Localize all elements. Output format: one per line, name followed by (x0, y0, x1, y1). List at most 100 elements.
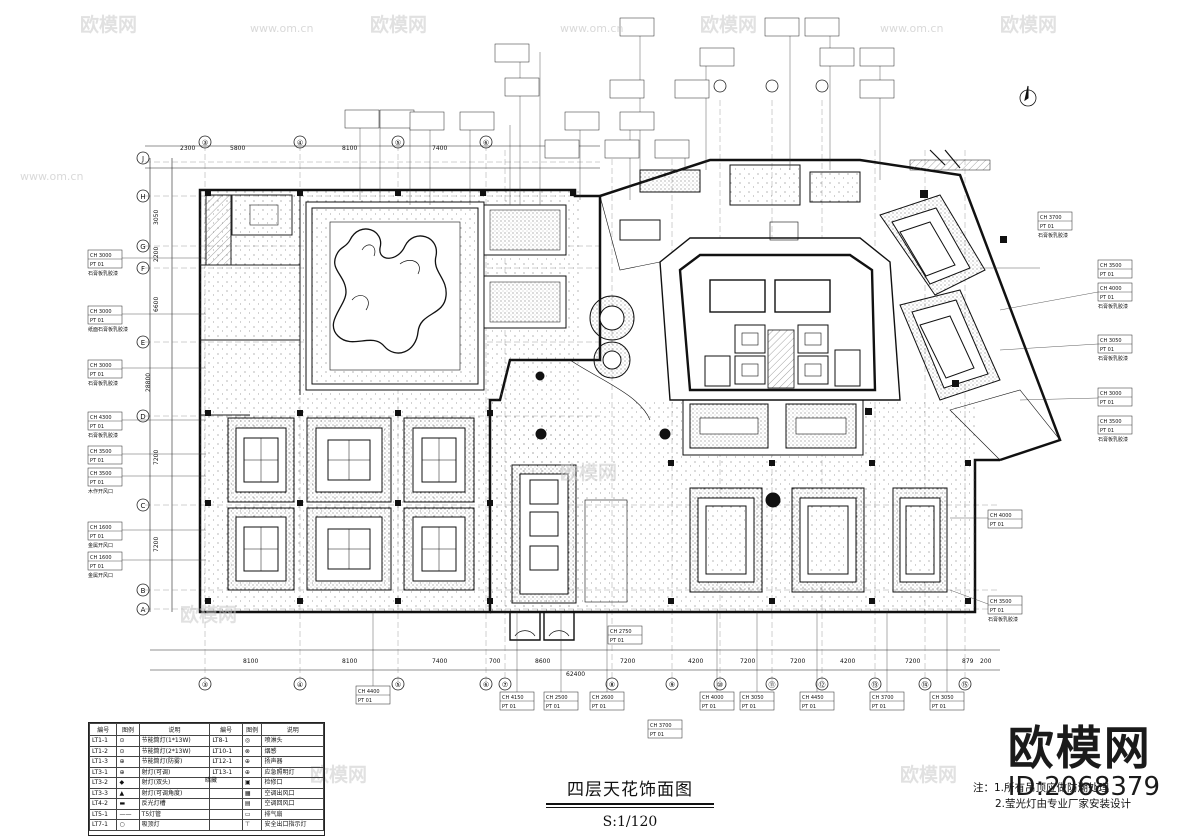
watermark-url: www.om.cn (20, 170, 84, 183)
tag-pt: PT 01 (650, 732, 664, 738)
legend-desc: 扬声器 (261, 756, 324, 768)
legend-row: LT3-1⊕射灯(可调) LT13-1⊕应急照明灯 (88, 766, 324, 778)
title-underline (546, 803, 714, 805)
legend-code: LT4-2 (88, 798, 118, 810)
axis-left-J: J (141, 155, 144, 163)
tag-note: 金属开风口 (88, 572, 113, 579)
tag-pt: PT 01 (1100, 272, 1114, 278)
dim-bottom-1: 8100 (342, 658, 357, 665)
axis-top-3: ③ (202, 139, 208, 147)
drawing-title: 四层天花饰面图 (567, 780, 693, 800)
tag-note: 纸面石膏板乳胶漆 (88, 326, 128, 333)
dim-bottom-8: 7200 (790, 658, 805, 665)
legend-code: LT5-1 (88, 808, 118, 820)
dim-left-4: 7200 (153, 450, 160, 465)
tag-ch: CH 2600 (592, 695, 614, 701)
legend-code: LT8-1 (209, 735, 243, 747)
axis-bottom-8: ⑧ (609, 681, 615, 689)
watermark-text: 欧模网 (180, 604, 238, 626)
legend-desc: 节能筒灯(1*13W) (138, 735, 211, 747)
legend-desc: 射灯(双头) (138, 777, 211, 789)
tag-ch: CH 3500 (990, 599, 1012, 605)
tag-pt: PT 01 (1040, 224, 1054, 230)
legend-header: 图例 (241, 723, 263, 736)
note-line: 2.莹光灯由专业厂家安装设计 (995, 798, 1132, 810)
tag-pt: PT 01 (90, 458, 104, 464)
tag-pt: PT 01 (90, 318, 104, 324)
tag-pt: PT 01 (592, 704, 606, 710)
tag-pt: PT 01 (546, 704, 560, 710)
tag-ch: CH 3000 (90, 253, 112, 259)
legend-row: LT1-1⊙节能筒灯(1*13W) LT8-1◎喷淋头 (88, 735, 324, 747)
tag-pt: PT 01 (90, 534, 104, 540)
legend-code: LT1-1 (88, 735, 118, 747)
legend-row: LT4-2▬反光灯槽 ▤空调回风口 (88, 798, 324, 810)
right-wing (879, 149, 1061, 461)
dim-left-0: 3050 (153, 210, 160, 225)
watermark-text: 欧模网 (900, 764, 958, 786)
brand-logo-text: 欧模网 (1007, 721, 1152, 775)
legend-header: 说明 (261, 723, 324, 736)
tag-note: 石膏板乳胶漆 (88, 380, 118, 387)
brand-id: ID:2068379 (1007, 772, 1160, 802)
legend-header: 说明 (138, 723, 211, 736)
axis-left-A: A (141, 606, 146, 614)
axis-bottom-3: ③ (202, 681, 208, 689)
coffered-bays-left (227, 417, 475, 591)
round-features (569, 295, 651, 421)
note-line: 注：1.所有吊顶应做防潮处理 (973, 782, 1110, 794)
tag-note: 石膏板乳胶漆 (1098, 355, 1128, 362)
legend-desc: 安全出口指示灯 (261, 819, 324, 831)
legend-code: LT10-1 (209, 745, 243, 757)
title-underline-thin (546, 807, 714, 808)
tag-note: 石膏板乳胶漆 (88, 432, 118, 439)
dim-left-2: 6600 (153, 297, 160, 312)
tag-note: 石膏板乳胶漆 (1038, 232, 1068, 239)
axis-bottom-14: ⑭ (922, 681, 929, 689)
axis-bottom-15: ⑮ (962, 681, 969, 689)
tag-ch: CH 3050 (932, 695, 954, 701)
grid-axis-bubbles: ③ ④ ⑤ ⑥ ③ ④ ⑤ ⑥ ⑦ ⑧ ⑨ ⑩ ⑪ ⑫ ⑬ ⑭ ⑮ J H G … (136, 79, 972, 691)
tag-ch: CH 4150 (502, 695, 524, 701)
tag-ch: CH 2750 (610, 629, 632, 635)
watermark-text: 欧模网 (80, 14, 138, 36)
tag-note: 石膏板乳胶漆 (988, 616, 1018, 623)
tag-pt: PT 01 (1100, 400, 1114, 406)
dim-top-0: 2300 (180, 145, 195, 152)
tag-pt: PT 01 (872, 704, 886, 710)
drawing-scale: S:1/120 (602, 814, 658, 830)
legend-symbol: ⊙ (116, 745, 140, 757)
tag-pt: PT 01 (742, 704, 756, 710)
tag-ch: CH 4450 (802, 695, 824, 701)
tag-pt: PT 01 (90, 372, 104, 378)
legend-symbol: ⊤ (241, 819, 263, 831)
legend-symbol: ▬ (116, 798, 140, 810)
tag-pt: PT 01 (1100, 295, 1114, 301)
dim-top-2: 8100 (342, 145, 357, 152)
tag-pt: PT 01 (932, 704, 946, 710)
dim-bottom-0: 8100 (243, 658, 258, 665)
legend-desc: 排气扇 (261, 808, 324, 820)
legend-desc: 吸顶灯 (138, 819, 211, 831)
watermark-text: 欧模网 (560, 462, 618, 484)
legend-symbol: ⊕ (116, 766, 140, 778)
top-wing (599, 164, 861, 271)
dim-bottom-9: 4200 (840, 658, 855, 665)
tag-ch: CH 3500 (90, 449, 112, 455)
dim-bottom-4: 8600 (535, 658, 550, 665)
legend-symbol: ○ (116, 819, 140, 831)
legend-desc: 烟感 (261, 745, 324, 757)
axis-top-6: ⑥ (483, 139, 489, 147)
dim-bottom-2: 7400 (432, 658, 447, 665)
legend-code: LT7-1 (88, 819, 118, 831)
tag-ch: CH 3700 (872, 695, 894, 701)
legend-code: LT3-2 (88, 777, 118, 789)
axis-bottom-5: ⑤ (395, 681, 401, 689)
legend-desc: 反光灯槽 (138, 798, 211, 810)
legend-desc: 检修口 (261, 777, 324, 789)
dim-left-1: 2200 (153, 247, 160, 262)
tag-note: 石膏板乳胶漆 (1098, 436, 1128, 443)
dim-left-5: 7200 (153, 537, 160, 552)
drawing-title-block: 四层天花饰面图 S:1/120 (540, 775, 720, 830)
